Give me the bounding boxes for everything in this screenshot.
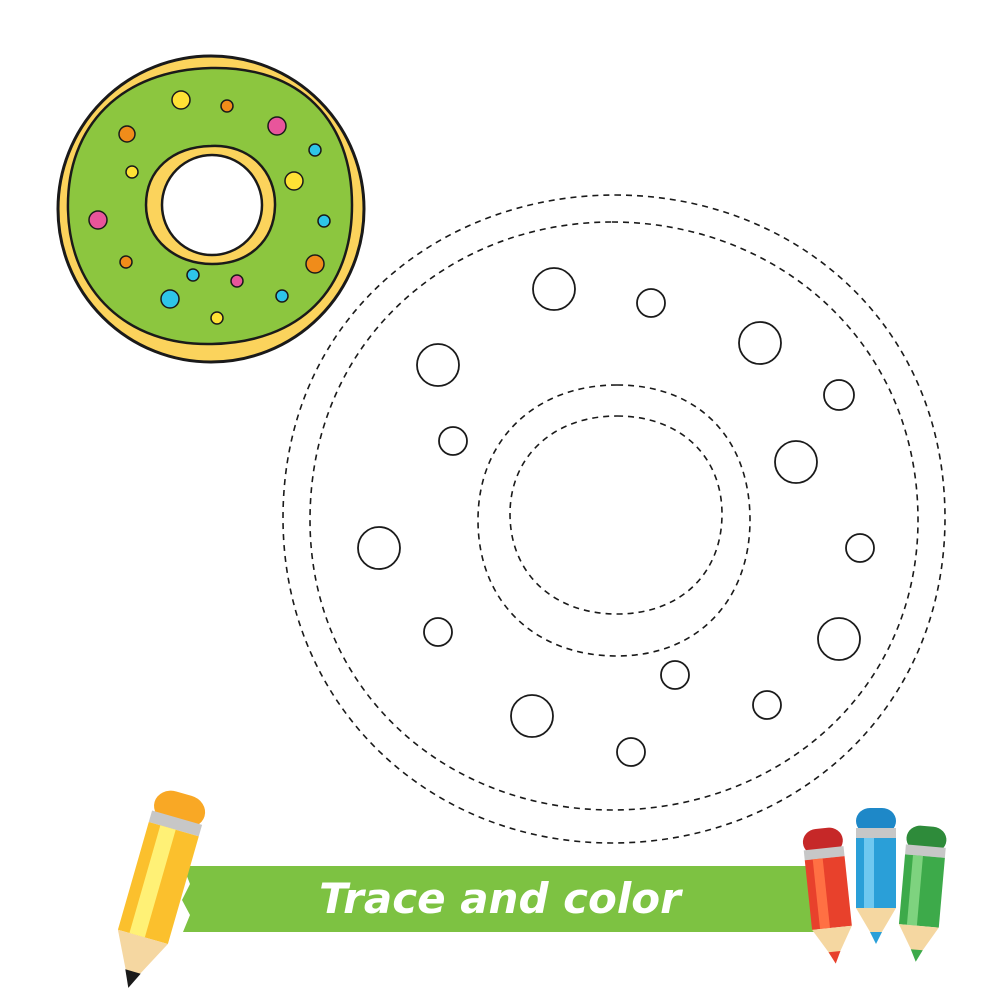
sprinkle-outline[interactable]	[817, 617, 861, 661]
sprinkle-outline[interactable]	[510, 694, 554, 738]
pencil-body-highlight	[864, 838, 874, 908]
tracing-hole[interactable]	[509, 415, 723, 615]
pencil-body	[856, 838, 896, 908]
sprinkle	[125, 165, 139, 179]
sprinkle	[308, 143, 322, 157]
pencil-ferrule	[148, 810, 203, 837]
sprinkle-outline[interactable]	[738, 321, 782, 365]
sprinkle-outline[interactable]	[774, 440, 818, 484]
blue-pencil-icon	[856, 808, 896, 944]
donut-hole	[160, 153, 264, 257]
pencil-ferrule	[856, 828, 896, 838]
pencil-wood	[898, 924, 939, 960]
sprinkle-outline[interactable]	[438, 426, 468, 456]
tracing-inner-ring[interactable]	[477, 384, 751, 657]
sprinkle-outline[interactable]	[636, 288, 666, 318]
sprinkle	[171, 90, 191, 110]
sprinkle	[305, 254, 325, 274]
sprinkle-outline[interactable]	[416, 343, 460, 387]
pencil-ferrule	[905, 844, 946, 858]
colored-donut-icon	[56, 54, 366, 364]
sprinkle-outline[interactable]	[532, 267, 576, 311]
sprinkle-outline[interactable]	[616, 737, 646, 767]
banner-ribbon	[182, 866, 820, 932]
sprinkle-outline[interactable]	[423, 617, 453, 647]
sprinkle	[230, 274, 244, 288]
sprinkle-outline[interactable]	[752, 690, 782, 720]
sprinkle	[186, 268, 200, 282]
sprinkle-outline[interactable]	[845, 533, 875, 563]
tracing-outer-ring-inner[interactable]	[309, 221, 919, 811]
red-pencil-icon	[802, 827, 852, 964]
donut-sprinkles	[88, 90, 331, 325]
pencil-lead	[910, 949, 923, 962]
sprinkle	[118, 125, 136, 143]
pencil-ferrule	[803, 846, 845, 861]
sprinkle	[220, 99, 234, 113]
title-banner: Trace and color	[182, 866, 820, 932]
sprinkle-outline[interactable]	[357, 526, 401, 570]
pencil-lead	[125, 969, 141, 988]
pencil-wood	[856, 908, 896, 942]
pencil-body-highlight	[812, 858, 830, 930]
tracing-outer-ring[interactable]	[282, 194, 946, 844]
pencil-body-highlight	[906, 855, 923, 926]
sprinkle-outline[interactable]	[660, 660, 690, 690]
tracing-sprinkles[interactable]	[357, 267, 875, 767]
pencil-body-highlight	[129, 825, 176, 938]
sprinkle	[88, 210, 108, 230]
pencil-lead	[828, 951, 841, 964]
green-pencil-icon	[898, 825, 947, 962]
yellow-pencil-icon	[117, 790, 206, 988]
sprinkle-outline[interactable]	[823, 379, 855, 411]
pencil-lead	[870, 932, 882, 944]
pencil-eraser	[856, 808, 896, 834]
sprinkle	[317, 214, 331, 228]
sprinkle	[210, 311, 224, 325]
dashed-donut-outline[interactable]	[282, 194, 946, 844]
sprinkle	[275, 289, 289, 303]
banner-title: Trace and color	[319, 874, 683, 923]
sprinkle	[284, 171, 304, 191]
sprinkle	[119, 255, 133, 269]
sprinkle	[267, 116, 287, 136]
sprinkle	[160, 289, 180, 309]
pencil-wood	[812, 925, 852, 962]
